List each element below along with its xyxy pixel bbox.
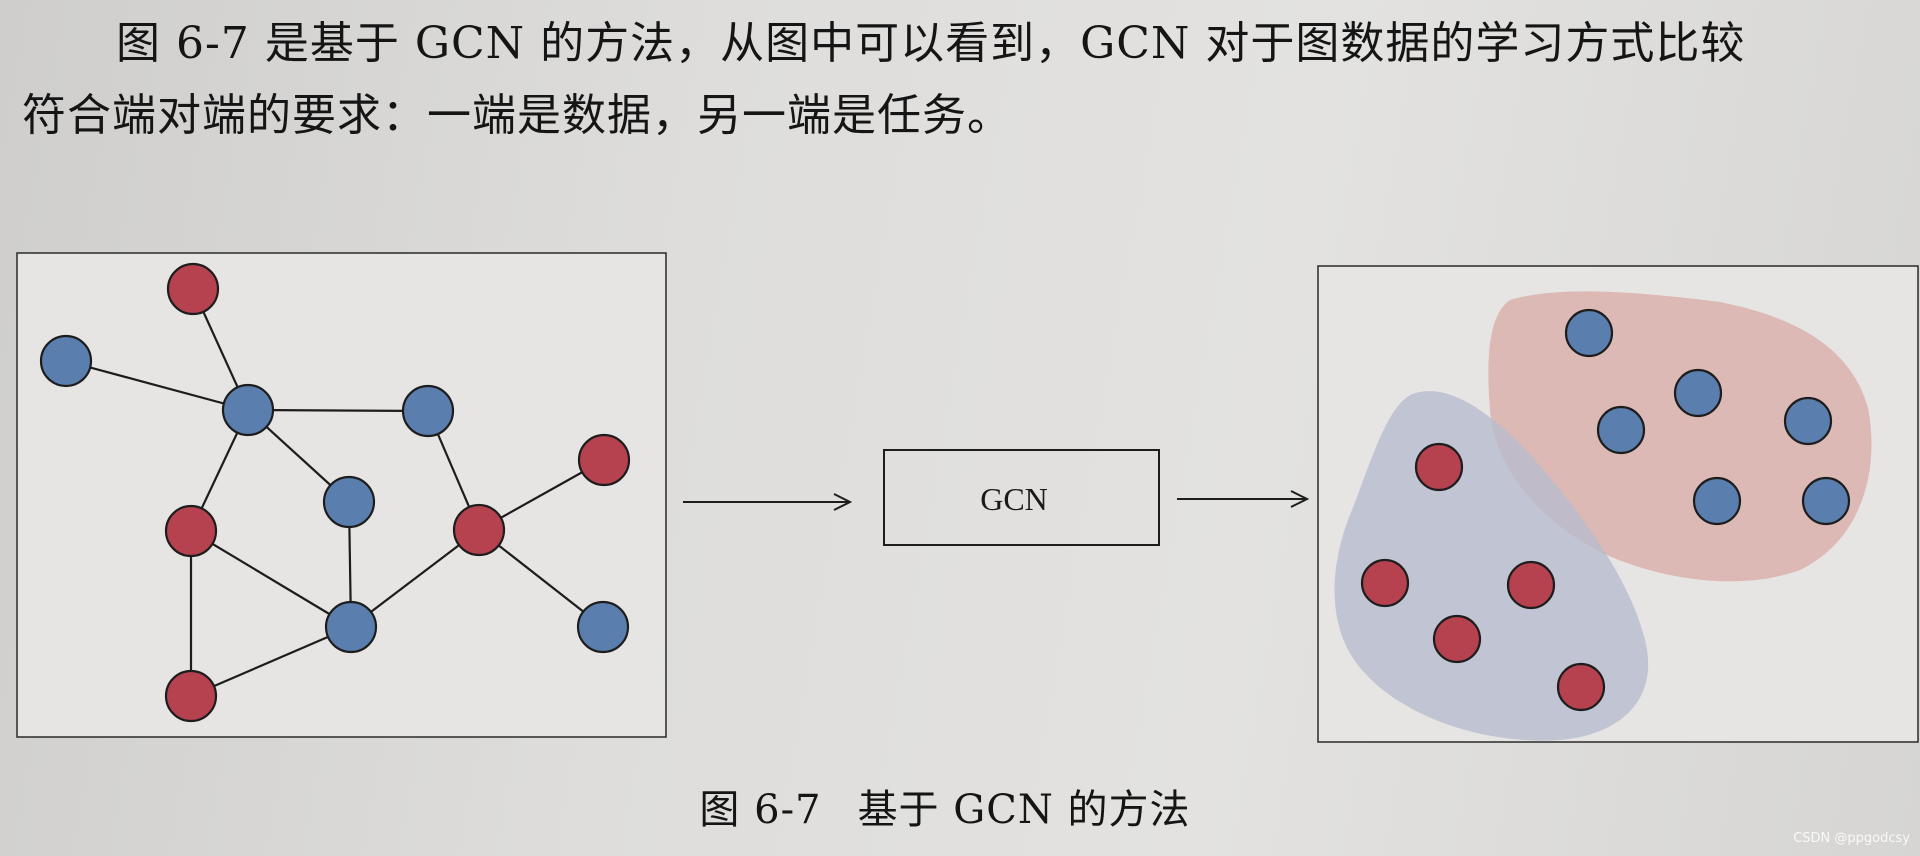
paragraph-line-2: 符合端对端的要求：一端是数据，另一端是任务。 <box>22 90 1012 141</box>
blue-cluster-region <box>1334 391 1649 741</box>
gcn-box-label: GCN <box>980 481 1048 517</box>
input-graph-nodes <box>39 262 631 723</box>
graph-node <box>324 600 378 654</box>
graph-node <box>164 504 218 558</box>
graph-edge <box>65 359 249 412</box>
graph-edge <box>478 529 604 628</box>
graph-node <box>221 383 275 437</box>
graph-edge <box>190 530 352 628</box>
red-cluster-region <box>1488 291 1872 582</box>
output-node-red <box>1360 558 1410 608</box>
output-nodes <box>1360 308 1851 712</box>
output-node-red <box>1414 442 1464 492</box>
body-paragraph: 图 6-7 是基于 GCN 的方法，从图中可以看到，GCN 对于图数据的学习方式… <box>22 8 1902 152</box>
graph-node <box>577 433 631 487</box>
figure-caption: 图 6-7 基于 GCN 的方法 <box>0 785 1905 835</box>
caption-text: 基于 GCN 的方法 <box>857 787 1191 833</box>
graph-node <box>401 384 455 438</box>
output-node-red <box>1432 614 1482 664</box>
graph-node <box>166 262 220 316</box>
graph-node <box>39 334 93 388</box>
output-node-blue <box>1596 405 1646 455</box>
output-node-blue <box>1801 476 1851 526</box>
paragraph-line-1: 图 6-7 是基于 GCN 的方法，从图中可以看到，GCN 对于图数据的学习方式… <box>116 18 1746 69</box>
output-node-red <box>1506 560 1556 610</box>
csdn-watermark: CSDN @ppgodcsy <box>1793 831 1910 846</box>
graph-node <box>164 669 218 723</box>
graph-edge <box>247 408 429 413</box>
graph-edge <box>190 625 352 698</box>
caption-number: 图 6-7 <box>699 787 822 833</box>
graph-node <box>452 503 506 557</box>
output-node-blue <box>1564 308 1614 358</box>
output-node-blue <box>1783 396 1833 446</box>
graph-node <box>322 475 376 529</box>
gcn-box <box>883 449 1160 546</box>
graph-edge <box>350 529 480 628</box>
output-node-blue <box>1692 476 1742 526</box>
output-node-blue <box>1673 368 1723 418</box>
graph-node <box>576 600 630 654</box>
output-node-red <box>1556 662 1606 712</box>
